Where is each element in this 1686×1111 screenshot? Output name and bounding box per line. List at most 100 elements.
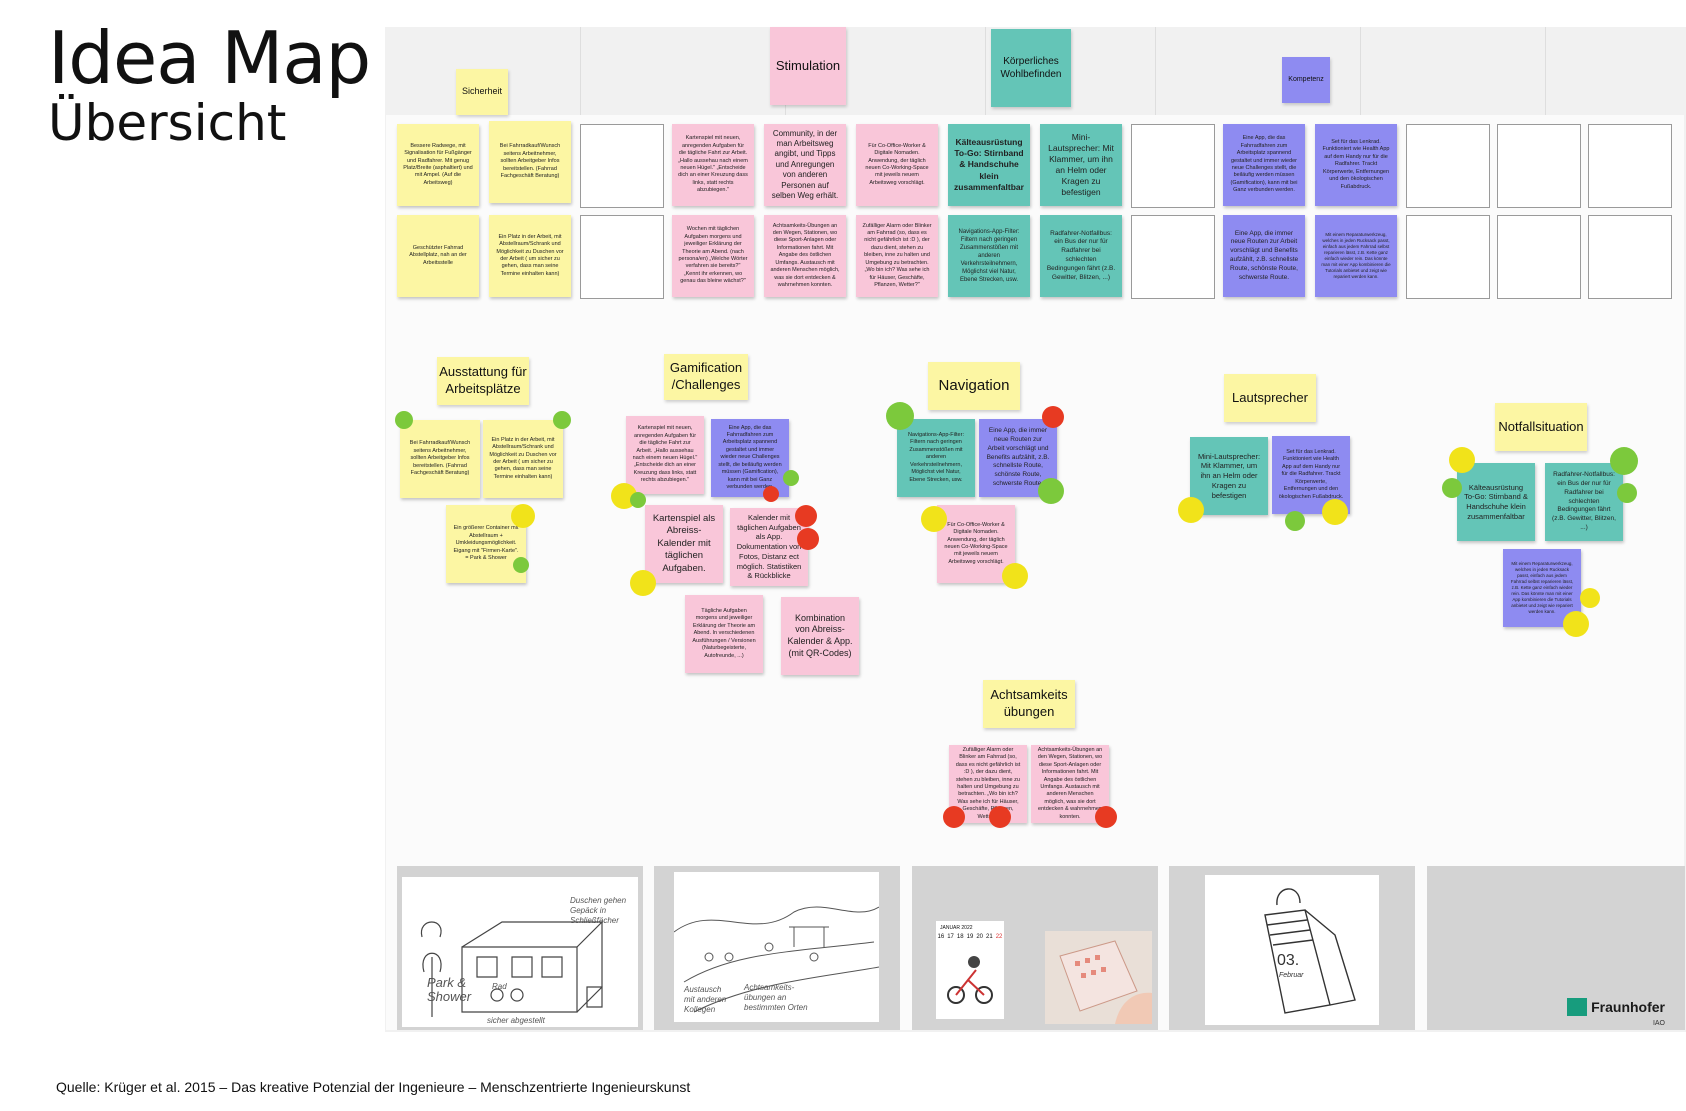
matrix-r1-c13[interactable] — [1497, 124, 1581, 208]
matrix-r1-c8[interactable]: Mini-Lautsprecher: Mit Klammer, um ihn a… — [1040, 124, 1122, 206]
matrix-r2-c10[interactable]: Eine App, die immer neue Routen zur Arbe… — [1223, 215, 1305, 297]
sketch1-top3: Schließfächer — [570, 916, 619, 925]
vote-dot — [943, 806, 965, 828]
calendar-days: 16 17 18 19 20 21 22 — [936, 934, 1004, 940]
sketch1-shower: Shower — [427, 989, 472, 1004]
vote-dot — [1178, 497, 1204, 523]
cluster-notfall-note-2[interactable]: Radfahrer-Notfallbus: ein Bus der nur fü… — [1545, 463, 1623, 541]
category-koerperliches-wohlbefinden[interactable]: Körperliches Wohlbefinden — [991, 29, 1071, 107]
cluster-notfall-header[interactable]: Notfallsituation — [1495, 403, 1587, 451]
cluster-ausstattung-note-2[interactable]: Ein Platz in der Arbeit, mit Abstellraum… — [483, 420, 563, 498]
matrix-r2-c3[interactable] — [580, 215, 664, 299]
vote-dot — [1610, 447, 1638, 475]
fraunhofer-logo: Fraunhofer — [1567, 998, 1665, 1016]
vote-dot — [921, 506, 947, 532]
sketch-panel-1[interactable]: Park & Shower Duschen gehen Gepäck in Sc… — [397, 866, 643, 1030]
matrix-r2-c7[interactable]: Navigations-App-Filter: Filtern nach ger… — [948, 215, 1030, 297]
matrix-r2-c11[interactable]: Mit einem Reparaturwerkzeug, welches in … — [1315, 215, 1397, 297]
cluster-gamification-note-4[interactable]: Kalender mit täglichen Aufgaben als App.… — [730, 508, 808, 586]
matrix-r1-c3[interactable] — [580, 124, 664, 208]
sketch-panel-4[interactable]: 03. Februar — [1169, 866, 1415, 1030]
matrix-r1-c1[interactable]: Bessere Radwege, mit Signalisation für F… — [397, 124, 479, 206]
fraunhofer-name: Fraunhofer — [1591, 999, 1665, 1015]
cluster-gamification-note-2[interactable]: Eine App, die das Fahrradfahren zum Arbe… — [711, 419, 789, 497]
calendar-day: 18 — [956, 934, 964, 940]
cluster-notfall-note-1[interactable]: Kälteausrüstung To-Go: Stirnband & Hands… — [1457, 463, 1535, 541]
matrix-r1-c4[interactable]: Kartenspiel mit neuen, anregenden Aufgab… — [672, 124, 754, 206]
matrix-r2-c13[interactable] — [1497, 215, 1581, 299]
vote-dot — [513, 557, 529, 573]
vote-dot — [797, 528, 819, 550]
matrix-r2-c8[interactable]: Radfahrer-Notfallbus: ein Bus der nur fü… — [1040, 215, 1122, 297]
vote-dot — [1617, 483, 1637, 503]
calendar-photo: JANUAR 2022 16 17 18 19 20 21 22 — [936, 921, 1004, 1019]
cluster-ausstattung-header[interactable]: Ausstattung für Arbeitsplätze — [437, 357, 529, 405]
sketch-panel-2[interactable]: Austausch mit anderen Kollegen Achtsamke… — [654, 866, 900, 1030]
matrix-r1-c7[interactable]: Kälteausrüstung To-Go: Stirnband & Hands… — [948, 124, 1030, 206]
cluster-navigation-note-1[interactable]: Navigations-App-Filter: Filtern nach ger… — [897, 419, 975, 497]
cluster-gamification-note-3[interactable]: Kartenspiel als Abreiss-Kalender mit täg… — [645, 505, 723, 583]
source-citation: Quelle: Krüger et al. 2015 – Das kreativ… — [56, 1079, 691, 1095]
matrix-r1-c10[interactable]: Eine App, die das Fahrradfahren zum Arbe… — [1223, 124, 1305, 206]
matrix-r2-c4[interactable]: Wochen mit täglichen Aufgaben morgens un… — [672, 215, 754, 297]
desk-calendar-photo — [1045, 931, 1152, 1024]
vote-dot — [630, 570, 656, 596]
matrix-r1-c5[interactable]: Community, in der man Arbeitsweg angibt,… — [764, 124, 846, 206]
cluster-lautsprecher-note-1[interactable]: Mini-Lautsprecher: Mit Klammer, um ihn a… — [1190, 437, 1268, 515]
bike-illustration — [947, 956, 993, 1004]
sketch1-park: Park & — [427, 975, 466, 990]
calendar-day: 22 — [995, 934, 1003, 940]
sketch-panel-3[interactable]: JANUAR 2022 16 17 18 19 20 21 22 — [912, 866, 1158, 1030]
matrix-r1-c6[interactable]: Für Co-Office-Worker & Digitale Nomaden.… — [856, 124, 938, 206]
vote-dot — [783, 470, 799, 486]
vote-dot — [886, 402, 914, 430]
cluster-gamification-note-1[interactable]: Kartenspiel mit neuen, anregenden Aufgab… — [626, 416, 704, 494]
matrix-r2-c14[interactable] — [1588, 215, 1672, 299]
vote-dot — [1038, 478, 1064, 504]
cluster-ausstattung-note-1[interactable]: Bei Fahrradkauf/Wunsch seitens Arbeitneh… — [400, 420, 480, 498]
matrix-r1-c9[interactable] — [1131, 124, 1215, 208]
matrix-r1-c2[interactable]: Bei Fahrradkauf/Wunsch seitens Arbeitneh… — [489, 121, 571, 203]
cluster-lautsprecher-header[interactable]: Lautsprecher — [1224, 374, 1316, 422]
vote-dot — [511, 504, 535, 528]
calendar-day: 20 — [976, 934, 983, 940]
calendar-day: 19 — [966, 934, 974, 940]
matrix-r2-c12[interactable] — [1406, 215, 1490, 299]
category-sicherheit[interactable]: Sicherheit — [456, 69, 508, 115]
park-shower-drawing: Park & Shower Duschen gehen Gepäck in Sc… — [420, 896, 627, 1025]
sketch4-date: 03. — [1277, 952, 1299, 969]
desk-calendar-drawing — [1059, 940, 1152, 1024]
category-kompetenz[interactable]: Kompetenz — [1282, 57, 1330, 103]
vote-dot — [1580, 588, 1600, 608]
cluster-navigation-header[interactable]: Navigation — [928, 362, 1020, 410]
sketch2-mid2: übungen an — [744, 993, 787, 1002]
matrix-r2-c2[interactable]: Ein Platz in der Arbeit, mit Abstellraum… — [489, 215, 571, 297]
matrix-r2-c5[interactable]: Achtsamkeits-Übungen an den Wegen, Stati… — [764, 215, 846, 297]
vote-dot — [989, 806, 1011, 828]
matrix-r2-c9[interactable] — [1131, 215, 1215, 299]
cluster-achtsamkeit-header[interactable]: Achtsamkeits übungen — [983, 680, 1075, 728]
vote-dot — [553, 411, 571, 429]
matrix-r2-c6[interactable]: Zufälliger Alarm oder Blinker am Fahrrad… — [856, 215, 938, 297]
matrix-r2-c1[interactable]: Geschützter Fahrrad Abstellplatz, nah an… — [397, 215, 479, 297]
sketch-achtsamkeit: Austausch mit anderen Kollegen Achtsamke… — [673, 872, 880, 1022]
vote-dot — [1563, 611, 1589, 637]
vote-dot — [1285, 511, 1305, 531]
fraunhofer-mark-icon — [1567, 998, 1588, 1016]
vote-dot — [763, 486, 779, 502]
category-stimulation[interactable]: Stimulation — [770, 27, 846, 105]
matrix-r1-c11[interactable]: Set für das Lenkrad. Funktioniert wie He… — [1315, 124, 1397, 206]
cluster-achtsamkeit-note-1[interactable]: Zufälliger Alarm oder Blinker am Fahrrad… — [949, 745, 1027, 823]
matrix-r1-c14[interactable] — [1588, 124, 1672, 208]
vote-dot — [630, 492, 646, 508]
vote-dot — [795, 505, 817, 527]
calendar-day: 21 — [986, 934, 993, 940]
cluster-gamification-note-5[interactable]: Tägliche Aufgaben morgens und jeweiliger… — [685, 595, 763, 673]
cluster-gamification-header[interactable]: Gamification /Challenges — [664, 354, 748, 400]
calendar-month: JANUAR 2022 — [940, 925, 973, 931]
vote-dot — [1322, 499, 1348, 525]
vote-dot — [1002, 563, 1028, 589]
cluster-gamification-note-6[interactable]: Kombination von Abreiss-Kalender & App. … — [781, 597, 859, 675]
sketch2-left3: Kollegen — [684, 1005, 716, 1014]
matrix-r1-c12[interactable] — [1406, 124, 1490, 208]
